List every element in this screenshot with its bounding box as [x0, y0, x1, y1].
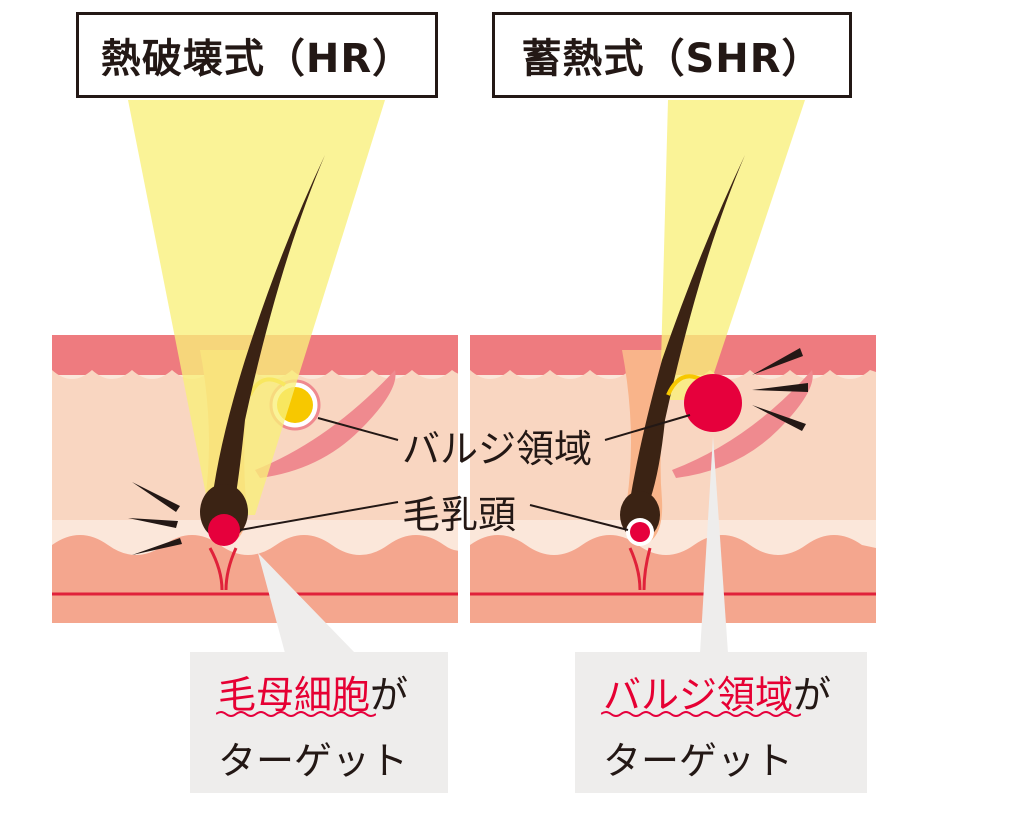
- bulge-target-shr: [684, 374, 742, 432]
- wavy-underline-hr: [216, 711, 376, 717]
- title-heat-storage: 蓄熱式（SHR）: [492, 12, 852, 98]
- callout-shr-line1: バルジ領域が: [603, 664, 831, 719]
- hair-shaft-hr: [212, 155, 325, 500]
- dermal-papilla-hr: [208, 514, 240, 546]
- callout-pointer-hr: [258, 553, 355, 653]
- callout-shr-suffix: が: [793, 673, 832, 717]
- impact-marks-shr: [752, 348, 808, 431]
- dermal-papilla-shr: [630, 522, 650, 542]
- hair-shaft-shr: [630, 155, 745, 500]
- light-beam-hr: [128, 100, 385, 515]
- callout-shr-target: バルジ領域: [603, 673, 794, 717]
- leader-lines: [239, 414, 691, 531]
- callout-hr-suffix: が: [370, 673, 409, 717]
- impact-marks-hr: [128, 482, 182, 555]
- callout-hr: 毛母細胞が ターゲット: [190, 652, 448, 793]
- callout-hr-line1: 毛母細胞が: [218, 664, 408, 719]
- callout-shr-line2: ターゲット: [603, 739, 794, 783]
- callout-pointer-shr: [700, 436, 728, 653]
- light-beam-shr: [660, 100, 805, 400]
- wavy-underline-shr: [601, 711, 801, 717]
- skin-cross-section-shr: [470, 335, 876, 623]
- callout-shr: バルジ領域が ターゲット: [575, 652, 867, 793]
- callout-hr-line2: ターゲット: [218, 739, 409, 783]
- title-heat-destruction: 熱破壊式（HR）: [76, 12, 438, 98]
- label-dermal-papilla: 毛乳頭: [402, 493, 517, 537]
- callout-hr-target: 毛母細胞: [218, 673, 371, 717]
- label-bulge-region: バルジ領域: [402, 427, 593, 471]
